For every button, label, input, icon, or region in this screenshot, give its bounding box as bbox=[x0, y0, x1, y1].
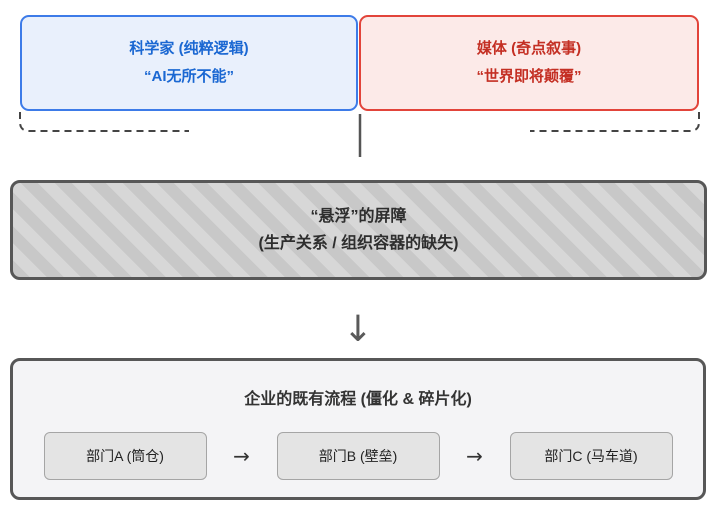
down-arrow-icon: ↓ bbox=[342, 309, 374, 350]
barrier-box-subtitle: (生产关系 / 组织容器的缺失) bbox=[258, 235, 459, 252]
barrier-box-title: “悬浮”的屏障 bbox=[310, 208, 407, 225]
process-box-title: 企业的既有流程 (僵化 & 碎片化) bbox=[244, 391, 472, 408]
process-box: 企业的既有流程 (僵化 & 碎片化) 部门A (筒仓) → 部门B (壁垒) →… bbox=[10, 358, 706, 500]
department-a-box: 部门A (筒仓) bbox=[43, 432, 207, 480]
flow-arrow-icon: → bbox=[233, 444, 250, 468]
department-b-box: 部门B (壁垒) bbox=[276, 432, 440, 480]
department-c-box: 部门C (马车道) bbox=[509, 432, 673, 480]
scientist-box-quote: “AI无所不能” bbox=[143, 68, 234, 85]
scientist-opinion-box: 科学家 (纯粹逻辑) “AI无所不能” bbox=[20, 15, 358, 111]
department-row: 部门A (筒仓) → 部门B (壁垒) → 部门C (马车道) bbox=[13, 432, 703, 480]
media-box-quote: “世界即将颠覆” bbox=[476, 68, 582, 85]
scientist-box-title: 科学家 (纯粹逻辑) bbox=[129, 40, 249, 57]
media-opinion-box: 媒体 (奇点叙事) “世界即将颠覆” bbox=[359, 15, 699, 111]
barrier-box: “悬浮”的屏障 (生产关系 / 组织容器的缺失) bbox=[10, 180, 707, 280]
flow-arrow-icon: → bbox=[466, 444, 483, 468]
left-dashed-connector bbox=[19, 112, 189, 132]
right-dashed-connector bbox=[530, 112, 700, 132]
media-box-title: 媒体 (奇点叙事) bbox=[476, 40, 582, 57]
